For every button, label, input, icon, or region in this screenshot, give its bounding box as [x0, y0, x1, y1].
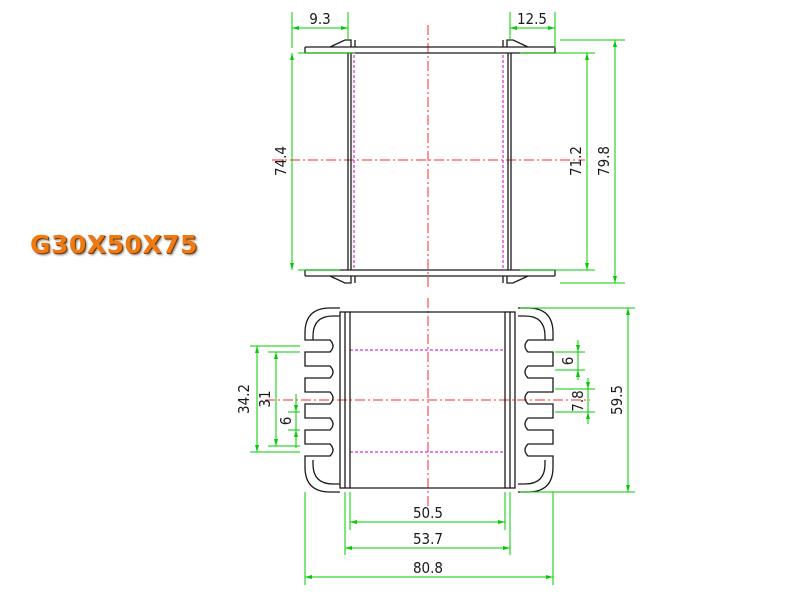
dim-inner-height: 74.4: [272, 146, 290, 176]
hidden-lines: [350, 55, 505, 453]
dimension-lines: [250, 12, 635, 585]
dim-left-slot-width: 6: [277, 417, 295, 426]
dim-left-outer-slot: 34.2: [235, 384, 253, 414]
dim-overall-height: 79.8: [595, 146, 613, 176]
dim-right-pin-spacing: 7.8: [569, 390, 587, 411]
dim-overall-depth: 59.5: [608, 385, 626, 415]
dimension-arrows: [255, 26, 630, 579]
dim-overall-width: 80.8: [413, 559, 443, 577]
dim-core-height: 71.2: [567, 146, 585, 176]
center-lines: [265, 25, 590, 508]
dim-left-inner-slot: 31: [256, 390, 274, 407]
model-title: G30X50X75: [30, 230, 198, 259]
dim-top-right-flange: 12.5: [517, 10, 547, 28]
dim-top-left-flange: 9.3: [309, 10, 330, 28]
dim-right-slot-width: 6: [559, 357, 577, 366]
top-view: [304, 39, 556, 284]
dim-body-width: 53.7: [413, 530, 443, 548]
end-view: [304, 307, 554, 493]
dim-window-width: 50.5: [413, 504, 443, 522]
